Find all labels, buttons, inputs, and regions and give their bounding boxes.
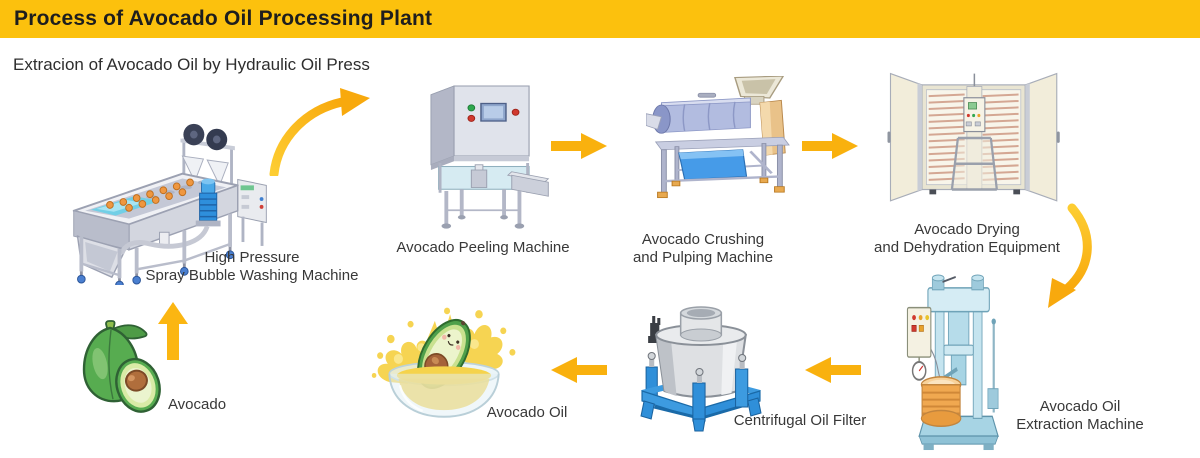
crushing-label-line2: and Pulping Machine <box>632 249 774 266</box>
drying-label-line2: and Dehydration Equipment <box>874 239 1060 256</box>
crushing-machine-label: Avocado Crushing and Pulping Machine <box>633 231 773 267</box>
centrifugal-filter-illustration <box>640 306 762 432</box>
arrow-drying-to-extraction <box>1048 203 1092 308</box>
peeling-label: Avocado Peeling Machine <box>396 239 570 256</box>
avocado-text: Avocado <box>167 396 227 413</box>
avocado-oil-label: Avocado Oil <box>487 404 568 422</box>
header-bar: Process of Avocado Oil Processing Plant <box>0 0 1200 38</box>
drying-equipment-illustration <box>887 72 1060 202</box>
peeling-machine-label: Avocado Peeling Machine <box>396 239 569 257</box>
page-title: Process of Avocado Oil Processing Plant <box>14 7 433 30</box>
avocado-illustration <box>82 320 161 413</box>
washing-machine-illustration <box>72 123 267 285</box>
extraction-machine-illustration <box>906 274 999 451</box>
arrow-extraction-to-filter <box>805 357 861 383</box>
drying-equipment-label: Avocado Drying and Dehydration Equipment <box>874 221 1060 257</box>
peeling-machine-illustration <box>430 85 550 229</box>
drying-label-line1: Avocado Drying <box>914 221 1020 238</box>
crushing-label-line1: Avocado Crushing <box>641 231 765 248</box>
avocado-oil-illustration <box>371 307 516 418</box>
oil-label: Avocado Oil <box>486 404 568 421</box>
washing-label-line1: High Pressure <box>204 249 300 266</box>
arrow-peeling-to-crushing <box>551 133 607 159</box>
extraction-label-line1: Avocado Oil <box>1039 398 1121 415</box>
centrifugal-filter-label: Centrifugal Oil Filter <box>734 412 867 430</box>
arrow-filter-to-oil <box>551 357 607 383</box>
filter-label: Centrifugal Oil Filter <box>733 412 867 429</box>
extraction-machine-label: Avocado Oil Extraction Machine <box>1016 398 1144 434</box>
avocado-label: Avocado <box>168 396 226 414</box>
washing-label-line2: Spray Bubble Washing Machine <box>145 267 359 284</box>
crushing-machine-illustration <box>646 76 790 199</box>
arrow-washing-to-peeling <box>269 88 370 176</box>
extraction-label-line2: Extraction Machine <box>1016 416 1144 433</box>
subtitle: Extracion of Avocado Oil by Hydraulic Oi… <box>13 55 370 74</box>
arrow-crushing-to-drying <box>802 133 858 159</box>
arrow-avocado-to-washing <box>158 302 188 360</box>
washing-machine-label: High Pressure Spray Bubble Washing Machi… <box>146 249 359 285</box>
